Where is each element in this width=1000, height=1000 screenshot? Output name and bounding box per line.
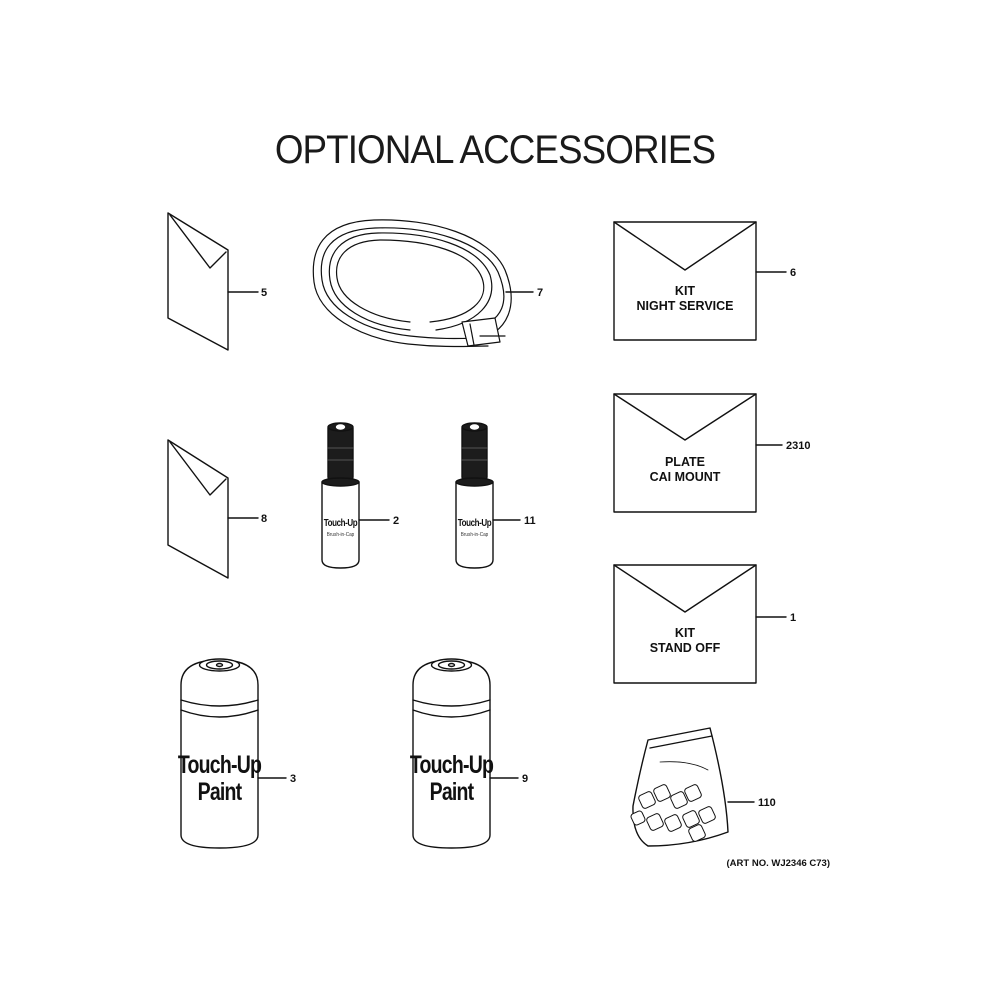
instruction-sheet-5[interactable] xyxy=(167,212,229,351)
pen-11-label: Touch-Up xyxy=(457,518,492,529)
callout-110: 110 xyxy=(758,797,776,809)
callout-5: 5 xyxy=(261,287,268,299)
can-3-label: Touch-Up Paint xyxy=(177,751,262,806)
callout-8: 8 xyxy=(261,513,268,525)
envelope-1-line2: STAND OFF xyxy=(649,641,721,655)
can-3-line2: Paint xyxy=(197,778,243,806)
can-9-label: Touch-Up Paint xyxy=(409,751,494,806)
envelope-1[interactable] xyxy=(613,564,757,684)
fastener-bag-110[interactable] xyxy=(630,727,729,847)
pen-2-sublabel: Brush-in-Cap xyxy=(326,532,355,538)
callout-7: 7 xyxy=(537,287,544,299)
touch-up-pen-11[interactable] xyxy=(455,422,494,569)
gasket-coil-7[interactable] xyxy=(312,219,512,348)
callout-2310: 2310 xyxy=(786,440,811,452)
callout-2: 2 xyxy=(393,515,400,527)
callout-9: 9 xyxy=(522,773,529,785)
callout-6: 6 xyxy=(790,267,797,279)
callout-11: 11 xyxy=(524,515,536,527)
spray-can-9[interactable] xyxy=(412,658,491,849)
can-9-line1: Touch-Up xyxy=(409,751,494,779)
envelope-6[interactable] xyxy=(613,221,757,341)
can-3-line1: Touch-Up xyxy=(177,751,262,779)
callout-1: 1 xyxy=(790,612,797,624)
envelope-6-line1: KIT xyxy=(674,284,696,298)
envelope-6-line2: NIGHT SERVICE xyxy=(636,299,734,313)
envelope-2310-label: PLATE CAI MOUNT xyxy=(614,455,756,485)
envelope-6-label: KIT NIGHT SERVICE xyxy=(614,284,756,314)
touch-up-pen-2[interactable] xyxy=(321,422,360,569)
envelope-2310-line1: PLATE xyxy=(664,455,706,469)
envelope-1-label: KIT STAND OFF xyxy=(614,626,756,656)
callout-3: 3 xyxy=(290,773,297,785)
pen-2-label: Touch-Up xyxy=(323,518,358,529)
diagram-title: OPTIONAL ACCESSORIES xyxy=(274,128,716,172)
envelope-2310-line2: CAI MOUNT xyxy=(649,470,721,484)
instruction-sheet-8[interactable] xyxy=(167,439,229,579)
envelope-1-line1: KIT xyxy=(674,626,696,640)
art-number: (ART NO. WJ2346 C73) xyxy=(726,858,830,869)
spray-can-3[interactable] xyxy=(180,658,259,849)
envelope-2310[interactable] xyxy=(613,393,757,513)
pen-11-sublabel: Brush-in-Cap xyxy=(460,532,489,538)
can-9-line2: Paint xyxy=(429,778,475,806)
